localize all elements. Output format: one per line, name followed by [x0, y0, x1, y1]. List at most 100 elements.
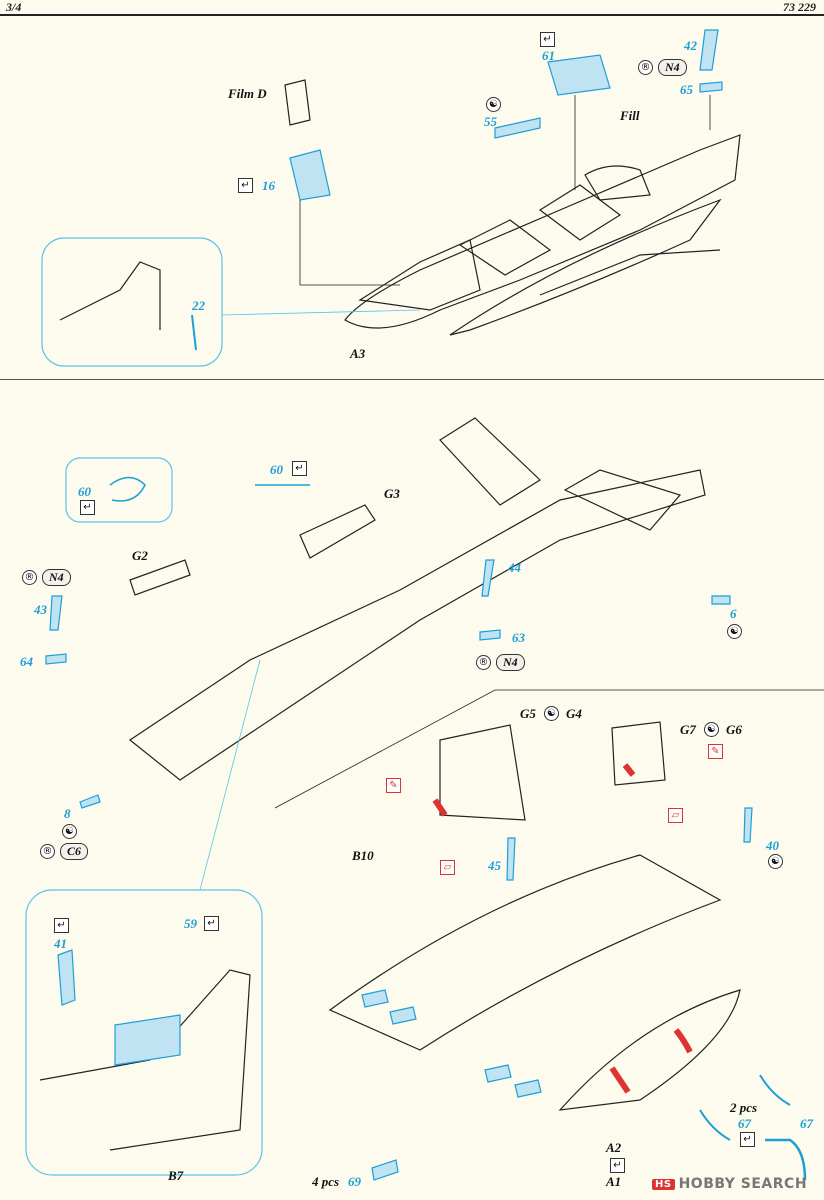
mirror-icon: ☯	[62, 824, 77, 839]
fold-icon: ↵	[292, 461, 307, 476]
label-g3: G3	[384, 486, 400, 501]
label-film-d: Film D	[228, 86, 267, 101]
zoom-detail-bottom	[39, 969, 251, 1151]
wing-edge	[539, 249, 721, 296]
panel-42	[699, 29, 719, 71]
label-4-pcs: 4 pcs	[312, 1174, 340, 1189]
film-d-part	[284, 79, 311, 126]
resin-icon: ®	[22, 570, 37, 585]
part-number-44: 44	[508, 560, 521, 575]
label-2-pcs: 2 pcs	[730, 1100, 758, 1115]
resin-icon: ®	[476, 655, 491, 670]
part-45	[506, 837, 516, 881]
fuselage-top	[344, 134, 741, 329]
zoom-part-60	[109, 476, 146, 502]
fold-icon: ↵	[740, 1132, 755, 1147]
mirror-icon: ☯	[544, 706, 559, 721]
panel-8	[79, 794, 101, 809]
page-number: 3/4	[6, 0, 22, 14]
leader-zoom-top	[221, 309, 421, 316]
intake-frame	[563, 469, 682, 531]
latch-red-g5	[432, 798, 448, 817]
panel-65	[699, 81, 723, 93]
fold-icon: ↵	[238, 178, 253, 193]
fuselage-mid	[128, 469, 706, 781]
part-number-42: 42	[684, 38, 697, 53]
fold-icon: ↵	[204, 916, 219, 931]
panel-6	[711, 595, 731, 605]
plate-a	[361, 989, 389, 1008]
panel-63	[479, 629, 501, 641]
label-a1: A1	[606, 1174, 622, 1189]
section-outline	[274, 689, 824, 809]
label-a2: A2	[606, 1140, 622, 1155]
zoom-part-41	[57, 949, 76, 1006]
mirror-icon: ☯	[704, 722, 719, 737]
mirror-icon: ☯	[486, 97, 501, 112]
part-number-6: 6	[730, 606, 737, 621]
zoom-bubble-mid	[65, 457, 173, 523]
part-number-60: 60	[270, 462, 283, 477]
zoom-bubble-top	[41, 237, 223, 367]
part-number-40: 40	[766, 838, 779, 853]
fold-icon: ↵	[80, 500, 95, 515]
paint-icon: ▱	[440, 860, 455, 875]
tag-n4: N4	[496, 654, 525, 671]
wing-root	[449, 198, 722, 336]
ring-67-detail	[765, 1138, 807, 1181]
page-header: 3/4 73 229	[0, 0, 824, 16]
part-number-22: 22	[192, 298, 205, 313]
cockpit-rear	[538, 184, 622, 241]
zoom-detail-top	[59, 261, 161, 330]
canopy-frame	[584, 165, 651, 201]
ring-red-right	[673, 1028, 693, 1054]
fold-icon: ↵	[54, 918, 69, 933]
plate-69	[371, 1159, 399, 1181]
part-number-64: 64	[20, 654, 33, 669]
part-number-65: 65	[680, 82, 693, 97]
g3-panel	[299, 504, 376, 559]
paint-icon: ▱	[668, 808, 683, 823]
part-number-63: 63	[512, 630, 525, 645]
plate-b	[389, 1006, 417, 1025]
cockpit-front	[358, 239, 481, 311]
zoom-panel-59	[114, 1014, 181, 1066]
glue-icon: ✎	[708, 744, 723, 759]
part-number-55: 55	[484, 114, 497, 129]
label-g6: G6	[726, 722, 742, 737]
part-number-45: 45	[488, 858, 501, 873]
panel-55	[494, 117, 541, 139]
tag-n4: N4	[658, 59, 687, 76]
mirror-icon: ☯	[727, 624, 742, 639]
seat-part-16	[289, 149, 331, 201]
glue-icon: ✎	[386, 778, 401, 793]
resin-icon: ®	[40, 844, 55, 859]
label-fill: Fill	[620, 108, 640, 123]
watermark-text: HOBBY SEARCH	[678, 1176, 808, 1192]
tag-n4: N4	[42, 569, 71, 586]
plate-d	[514, 1079, 542, 1098]
part-number-69: 69	[348, 1174, 361, 1189]
tag-c6: C6	[60, 843, 89, 860]
fold-icon: ↵	[540, 32, 555, 47]
ring-67-b	[759, 1074, 791, 1106]
label-a3: A3	[350, 346, 366, 361]
tail-fin-frame	[439, 417, 541, 506]
product-code: 73 229	[783, 0, 816, 14]
ring-67-a	[699, 1109, 731, 1141]
part-number-67-detail: 67	[800, 1116, 813, 1131]
zoom-bubble-bottom	[25, 889, 263, 1176]
plate-c	[484, 1064, 512, 1083]
gear-bay	[328, 854, 722, 1051]
part-number-67: 67	[738, 1116, 751, 1131]
label-g7: G7	[680, 722, 696, 737]
panel-44	[481, 559, 495, 597]
section-divider	[0, 379, 824, 380]
mirror-icon: ☯	[768, 854, 783, 869]
part-number-59: 59	[184, 916, 197, 931]
nose-pod	[558, 989, 741, 1111]
fold-icon: ↵	[610, 1158, 625, 1173]
latch-red-g7	[622, 763, 636, 777]
